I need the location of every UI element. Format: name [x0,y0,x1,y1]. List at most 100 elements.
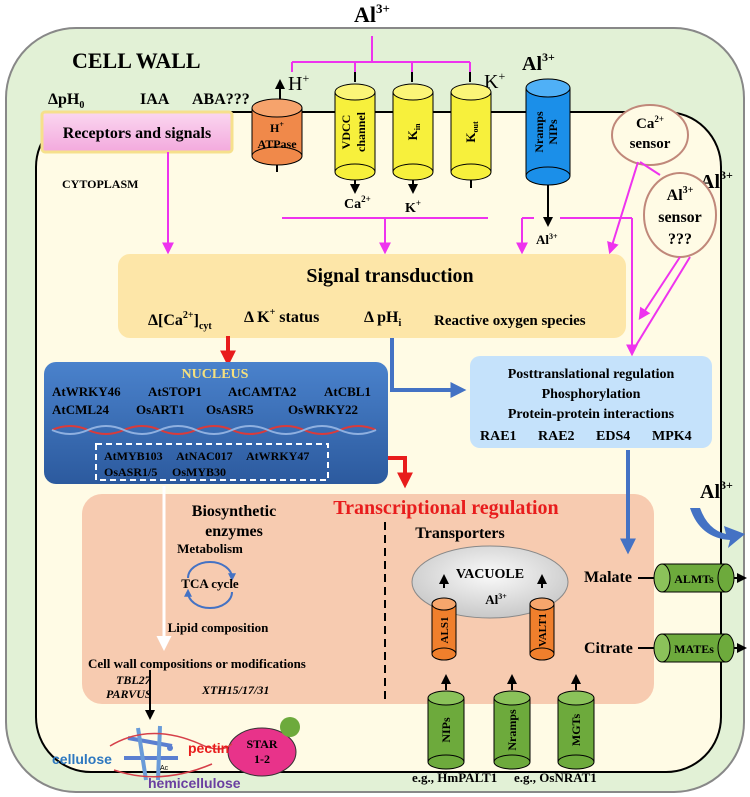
svg-text:STAR: STAR [246,737,277,751]
top-al-label: Al3+ [354,1,390,27]
cellulose-label: cellulose [52,751,112,767]
svg-text:AtCML24: AtCML24 [52,402,110,417]
svg-text:Nramps: Nramps [505,709,519,751]
svg-text:Ac: Ac [160,765,169,772]
transcription-box [82,494,654,704]
al-input-bracket [291,36,471,72]
nucleus-title: NUCLEUS [182,367,249,382]
k-in-channel: Kin K+ [392,72,434,216]
svg-text:VACUOLE: VACUOLE [456,567,524,582]
pectin-label: pectin [188,740,229,756]
svg-text:AtMYB103: AtMYB103 [104,449,163,463]
svg-text:???: ??? [668,231,692,248]
malate-label: Malate [584,569,632,586]
ph-label: Δ pHi [364,309,402,329]
cell-wall-title: CELL WALL [72,48,201,73]
cell-wall-polymers: Ac [109,725,233,781]
transcription-title: Transcriptional regulation [333,497,558,519]
svg-text:VDCC: VDCC [339,115,353,150]
signal-arrows [162,152,691,357]
nramps-nips-channel: Al3+ Nramps NIPs Al3+ [522,50,571,247]
blue-arrow-ptr [390,338,467,398]
ptr-box [470,356,712,448]
svg-text:MGTs: MGTs [569,714,583,747]
hemicellulose-label: hemicellulose [148,775,241,791]
k-status-label: Δ K+ status [244,307,319,326]
receptors-box [40,110,234,154]
svg-text:channel: channel [354,111,368,152]
xth-label: XTH15/17/31 [201,683,269,697]
star-partner [280,717,300,737]
nips-transporter: NIPs [427,674,465,770]
ca-sensor [611,104,689,166]
svg-text:ALMTs: ALMTs [674,572,714,586]
tbl27-label: TBL27 [116,673,152,687]
svg-text:VALT1: VALT1 [537,613,549,647]
mgts-transporter: MGTs [557,674,595,770]
ca-cyt-label: Δ[Ca2+]cyt [148,310,212,332]
parvus-label: PARVUS [106,687,152,701]
svg-text:AtWRKY46: AtWRKY46 [52,384,121,399]
svg-text:ALS1: ALS1 [439,617,451,644]
svg-text:NIPs: NIPs [546,119,560,145]
red-arrow-transcription [388,456,413,489]
biosynthetic-label: Biosynthetic [192,503,276,520]
svg-text:AtSTOP1: AtSTOP1 [148,384,202,399]
svg-text:AtWRKY47: AtWRKY47 [246,449,309,463]
svg-text:AtNAC017: AtNAC017 [176,449,233,463]
k-out-channel: K+ Kout [450,69,505,188]
svg-text:AtCBL1: AtCBL1 [324,384,371,399]
aba-label: ABA??? [192,91,250,108]
chelation-arrow [690,508,745,548]
star-protein [227,727,297,777]
svg-text:sensor: sensor [658,209,702,226]
svg-text:OsASR5: OsASR5 [206,402,254,417]
svg-text:OsASR1/5: OsASR1/5 [104,465,157,479]
svg-text:Protein-protein interactions: Protein-protein interactions [508,407,675,422]
lipid-label: Lipid composition [168,620,270,635]
tca-label: TCA cycle [181,576,239,591]
signal-transduction-title: Signal transduction [306,265,473,287]
svg-text:MATEs: MATEs [674,642,714,656]
svg-text:enzymes: enzymes [205,523,263,540]
nucleus-genes: AtWRKY46 AtSTOP1 AtCAMTA2 AtCBL1 AtCML24… [52,384,371,417]
receptors-label: Receptors and signals [63,125,211,142]
almts-transporter: ALMTs [653,563,747,593]
svg-text:MPK4: MPK4 [652,429,692,444]
svg-text:ATPase: ATPase [257,137,297,151]
als1-transporter: ALS1 [431,574,457,661]
eg-hmpalt1: e.g., HmPALT1 [412,770,497,785]
signal-transduction-box [118,254,626,338]
nramps-transporter: Nramps [493,674,531,770]
tca-cycle-icon [184,561,236,609]
svg-text:OsART1: OsART1 [136,402,185,417]
svg-text:AtCAMTA2: AtCAMTA2 [228,384,296,399]
svg-text:OsMYB30: OsMYB30 [172,465,226,479]
svg-text:Phosphorylation: Phosphorylation [542,387,641,402]
mates-transporter: MATEs [653,633,747,663]
svg-text:RAE1: RAE1 [480,429,517,444]
svg-text:sensor: sensor [630,136,671,152]
svg-text:NIPs: NIPs [439,717,453,743]
svg-text:OsWRKY22: OsWRKY22 [288,402,358,417]
svg-text:1-2: 1-2 [254,752,270,766]
nucleus-box [44,362,388,484]
valt1-transporter: VALT1 [529,574,555,661]
iaa-label: IAA [140,91,170,108]
metabolism-label: Metabolism [177,541,243,556]
svg-text:EDS4: EDS4 [596,429,630,444]
cytoplasm-label: CYTOPLASM [62,177,138,191]
svg-text:RAE2: RAE2 [538,429,575,444]
cw-label: Cell wall compositions or modifications [88,656,306,671]
transporters-label: Transporters [415,525,504,542]
svg-text:Nramps: Nramps [532,111,546,153]
eg-osnrat1: e.g., OsNRAT1 [514,770,597,785]
h-atpase: H+ H+ ATPase [251,71,309,172]
svg-text:Posttranslational regulation: Posttranslational regulation [508,367,675,382]
vdcc-channel: VDCC channel Ca2+ [334,72,376,212]
citrate-label: Citrate [584,640,633,657]
nucleus-dashed-box [95,443,329,481]
dna-helix [51,425,377,435]
